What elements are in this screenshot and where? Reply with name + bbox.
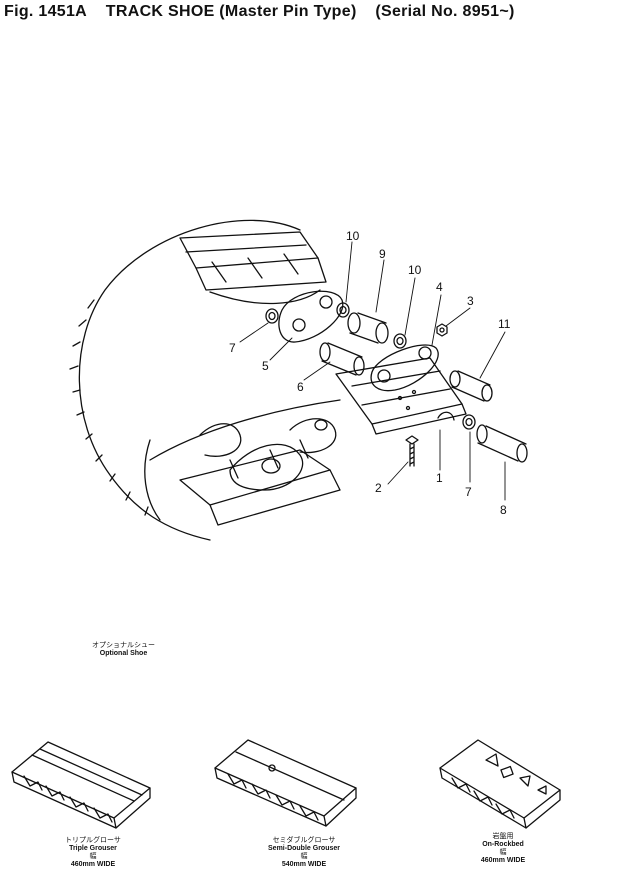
figure-number: Fig. 1451A bbox=[4, 3, 88, 20]
seal-left bbox=[265, 308, 279, 324]
optional-shoe-en: Optional Shoe bbox=[99, 650, 148, 658]
shoe-plate bbox=[335, 357, 467, 435]
callout-7-left: 7 bbox=[229, 341, 236, 355]
optional-shoe-caption: オプショナルシュー Optional Shoe bbox=[92, 642, 155, 658]
master-pin bbox=[476, 424, 528, 463]
on-rockbed-width-jp: 幅 bbox=[499, 849, 507, 857]
semi-double-grouser-width-jp: 幅 bbox=[300, 853, 308, 861]
callout-numbers: 10 9 10 4 3 11 7 5 6 2 1 7 8 bbox=[229, 229, 511, 517]
figure-name: TRACK SHOE (Master Pin Type) bbox=[105, 3, 357, 20]
seal-upper bbox=[336, 302, 350, 318]
semi-double-grouser-jp: セミダブルグローサ bbox=[272, 837, 336, 844]
master-link-right bbox=[370, 344, 439, 392]
serial-range: (Serial No. 8951~) bbox=[375, 3, 515, 20]
seal-lower-right bbox=[462, 414, 476, 430]
semi-double-grouser-caption: セミダブルグローサ Semi-Double Grouser 幅 540mm WI… bbox=[244, 837, 364, 869]
bushing bbox=[347, 312, 389, 344]
callout-5: 5 bbox=[262, 359, 269, 373]
callout-7-right: 7 bbox=[465, 485, 472, 499]
callout-9: 9 bbox=[379, 247, 386, 261]
callout-6: 6 bbox=[297, 380, 304, 394]
callout-10-upper: 10 bbox=[346, 229, 360, 243]
callout-11: 11 bbox=[498, 317, 511, 331]
triple-grouser-caption: トリプルグローサ Triple Grouser 幅 460mm WIDE bbox=[48, 837, 138, 869]
callout-2: 2 bbox=[375, 481, 382, 495]
callout-4: 4 bbox=[436, 280, 443, 294]
bolt bbox=[405, 435, 419, 467]
seal-right bbox=[393, 333, 407, 349]
track-chain-assembly bbox=[69, 219, 341, 541]
triple-grouser-width-jp: 幅 bbox=[89, 853, 97, 861]
semi-double-grouser-shoe-drawing bbox=[214, 739, 357, 827]
on-rockbed-en: On-Rockbed bbox=[482, 841, 524, 849]
callout-8: 8 bbox=[500, 503, 507, 517]
callout-10-right: 10 bbox=[408, 263, 422, 277]
triple-grouser-en: Triple Grouser bbox=[69, 845, 117, 853]
callout-3: 3 bbox=[467, 294, 474, 308]
on-rockbed-jp: 岩盤用 bbox=[492, 833, 514, 840]
semi-double-grouser-width: 540mm WIDE bbox=[281, 861, 327, 869]
leader-lines bbox=[239, 241, 506, 501]
nut bbox=[436, 323, 448, 337]
on-rockbed-shoe-drawing bbox=[439, 739, 561, 829]
optional-shoe-jp: オプショナルシュー bbox=[92, 642, 155, 649]
triple-grouser-width: 460mm WIDE bbox=[70, 861, 116, 869]
triple-grouser-shoe-drawing bbox=[11, 741, 151, 829]
callout-1: 1 bbox=[436, 471, 443, 485]
triple-grouser-jp: トリプルグローサ bbox=[65, 837, 121, 844]
figure-title: Fig. 1451A TRACK SHOE (Master Pin Type) … bbox=[4, 3, 529, 21]
master-link-left bbox=[278, 290, 344, 343]
pin-upper-right bbox=[449, 370, 493, 402]
semi-double-grouser-en: Semi-Double Grouser bbox=[268, 845, 340, 853]
on-rockbed-width: 460mm WIDE bbox=[480, 857, 526, 865]
on-rockbed-caption: 岩盤用 On-Rockbed 幅 460mm WIDE bbox=[458, 833, 548, 865]
